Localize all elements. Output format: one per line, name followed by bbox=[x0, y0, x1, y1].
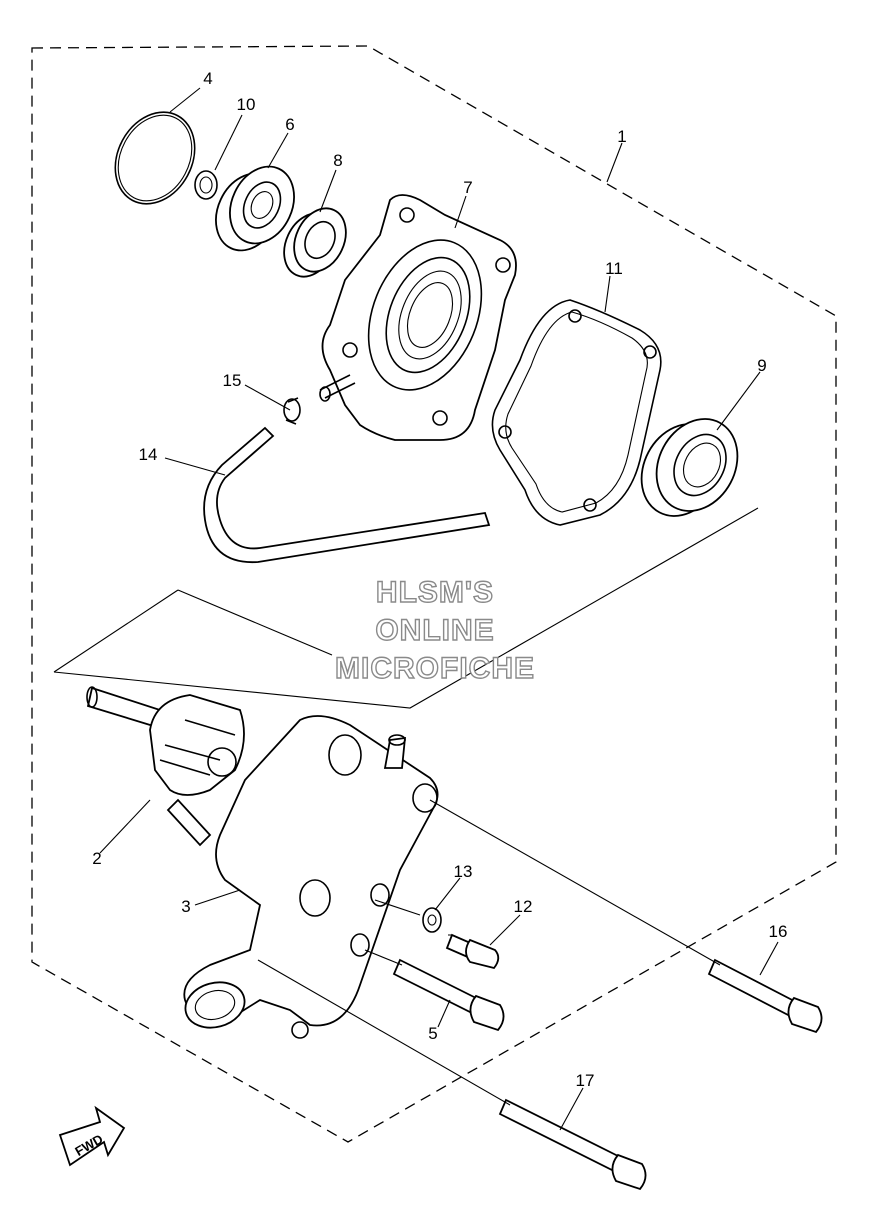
bolt-longest bbox=[498, 1098, 647, 1191]
callout-9: 9 bbox=[757, 356, 766, 375]
callout-17: 17 bbox=[576, 1071, 595, 1090]
leader-lines bbox=[99, 87, 779, 1131]
callout-14: 14 bbox=[139, 445, 158, 464]
hose-clamp bbox=[283, 397, 301, 425]
callout-15: 15 bbox=[223, 371, 242, 390]
circlip bbox=[194, 170, 218, 200]
callout-13: 13 bbox=[454, 862, 473, 881]
watermark-line-3: MICROFICHE bbox=[335, 652, 535, 685]
subassembly-plane bbox=[53, 507, 759, 709]
washer bbox=[422, 907, 442, 933]
callout-11: 11 bbox=[605, 259, 623, 278]
callout-8: 8 bbox=[333, 151, 342, 170]
callout-4: 4 bbox=[203, 69, 212, 88]
callout-10: 10 bbox=[237, 95, 256, 114]
bolt-long bbox=[707, 958, 823, 1034]
watermark-line-1: HLSM'S bbox=[376, 576, 494, 609]
pump-housing-cover bbox=[319, 194, 517, 441]
oil-seal bbox=[283, 207, 347, 278]
bolt-medium bbox=[392, 958, 505, 1032]
fwd-arrow-icon: FWD bbox=[58, 1105, 126, 1167]
mechanical-seal bbox=[640, 418, 739, 517]
callout-3: 3 bbox=[181, 897, 190, 916]
impeller-shaft bbox=[86, 686, 245, 847]
o-ring-inner bbox=[117, 114, 193, 202]
bolt-short bbox=[445, 933, 500, 970]
hose bbox=[203, 426, 491, 564]
callout-12: 12 bbox=[514, 897, 533, 916]
gasket bbox=[491, 299, 662, 526]
assembly-boundary bbox=[31, 45, 837, 1143]
callout-2: 2 bbox=[92, 849, 101, 868]
assembly-lines bbox=[257, 799, 721, 1106]
pump-housing bbox=[183, 715, 439, 1039]
o-ring bbox=[114, 111, 196, 205]
callout-1: 1 bbox=[617, 127, 626, 146]
callout-7: 7 bbox=[463, 178, 472, 197]
watermark-line-2: ONLINE bbox=[375, 614, 494, 647]
bearing bbox=[215, 165, 295, 252]
callout-5: 5 bbox=[428, 1024, 437, 1043]
callout-6: 6 bbox=[285, 115, 294, 134]
callout-16: 16 bbox=[769, 922, 788, 941]
